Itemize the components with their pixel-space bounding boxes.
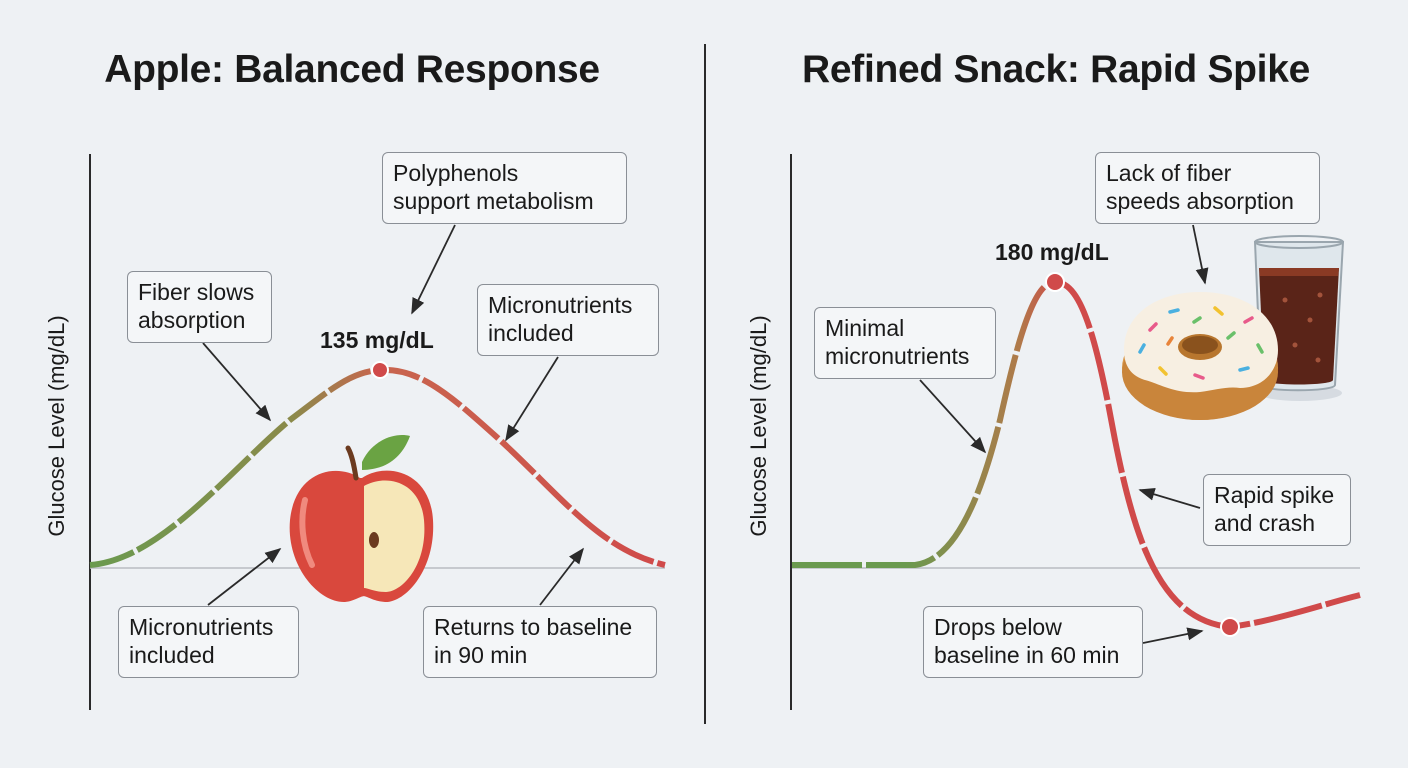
- apple-icon: [289, 435, 434, 603]
- arrow-baseline: [539, 547, 584, 606]
- arrow-micronutrients-top: [505, 356, 559, 442]
- donut-icon: [1122, 292, 1278, 420]
- callout-lack-of-fiber: Lack of fiber speeds absorption: [1095, 152, 1320, 224]
- right-trough-marker: [1220, 617, 1240, 637]
- panel-divider: [704, 44, 706, 724]
- arrow-fiber: [202, 342, 272, 422]
- arrow-lack-fiber: [1192, 224, 1209, 285]
- callout-returns-baseline: Returns to baseline in 90 min: [423, 606, 657, 678]
- callout-minimal-micronutrients: Minimal micronutrients: [814, 307, 996, 379]
- soda-glass-icon: [1253, 235, 1345, 401]
- left-y-axis: [89, 154, 91, 710]
- callout-micronutrients-bottom: Micronutrients included: [118, 606, 299, 678]
- right-peak-marker: [1045, 272, 1065, 292]
- arrow-drops-below: [1142, 627, 1204, 644]
- callout-micronutrients-top: Micronutrients included: [477, 284, 659, 356]
- right-peak-label: 180 mg/dL: [995, 239, 1109, 265]
- callout-polyphenols: Polyphenols support metabolism: [382, 152, 627, 224]
- callout-rapid-spike: Rapid spike and crash: [1203, 474, 1351, 546]
- callout-drops-below: Drops below baseline in 60 min: [923, 606, 1143, 678]
- arrow-rapid-spike: [1138, 487, 1201, 509]
- left-peak-label: 135 mg/dL: [320, 327, 434, 353]
- arrow-minimal-micronutrients: [919, 379, 987, 454]
- left-peak-marker: [371, 361, 389, 379]
- callout-fiber-slows: Fiber slows absorption: [127, 271, 272, 343]
- right-y-axis: [790, 154, 792, 710]
- right-panel-title: Refined Snack: Rapid Spike: [802, 48, 1310, 91]
- arrow-polyphenols: [411, 224, 456, 315]
- left-panel-title: Apple: Balanced Response: [104, 48, 600, 91]
- arrow-micronutrients-bottom: [207, 548, 282, 606]
